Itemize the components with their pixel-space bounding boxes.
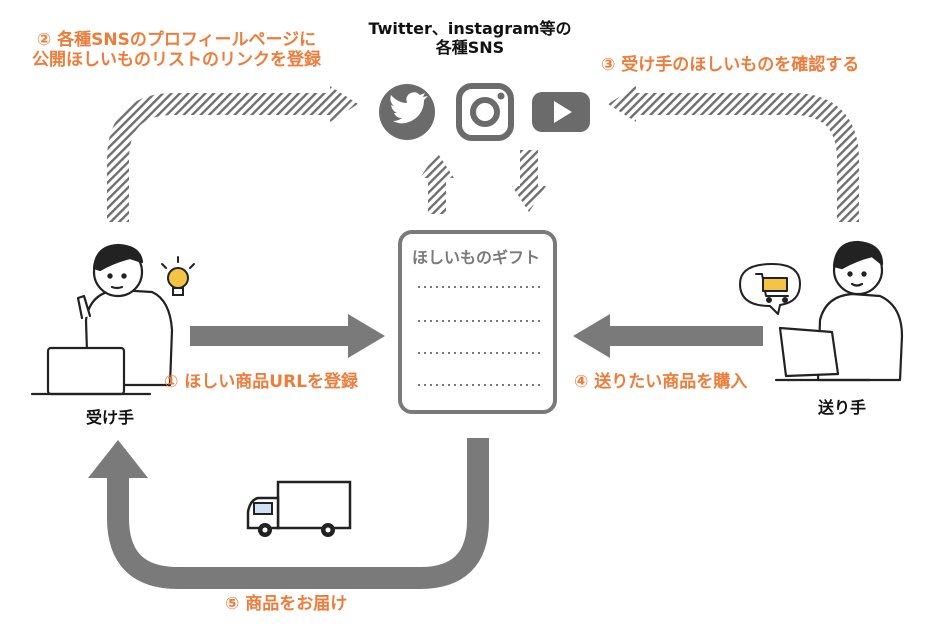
sender-label: 送り手 bbox=[818, 398, 867, 417]
step1-label: ① ほしい商品URLを登録 bbox=[164, 372, 359, 392]
wishlist-box bbox=[398, 230, 557, 414]
youtube-icon bbox=[532, 92, 590, 132]
hatched-arrow-up bbox=[420, 152, 454, 214]
hatched-arrow-down bbox=[512, 150, 546, 212]
step2-line1: ② 各種SNSのプロフィールページに bbox=[36, 30, 317, 50]
step3-label: ③ 受け手のほしいものを確認する bbox=[601, 55, 860, 75]
arrow-delivery bbox=[88, 438, 489, 589]
wishlist-title: ほしいものギフト bbox=[412, 248, 541, 267]
step4-label: ④ 送りたい商品を購入 bbox=[574, 372, 748, 392]
sns-label: Twitter、instagram等の 各種SNS bbox=[368, 19, 571, 57]
shopping-cart-icon bbox=[739, 263, 801, 315]
sns-label-line2: 各種SNS bbox=[435, 38, 505, 58]
arrow-register bbox=[190, 314, 385, 358]
sns-label-line1: Twitter、instagram等の bbox=[368, 19, 572, 38]
step2-line2: 公開ほしいものリストのリンクを登録 bbox=[32, 50, 321, 71]
sender-person bbox=[774, 240, 904, 382]
truck-icon bbox=[246, 480, 352, 537]
receiver-label: 受け手 bbox=[86, 408, 135, 427]
light-bulb-icon bbox=[161, 256, 195, 296]
step5-label: ⑤ 商品をお届け bbox=[225, 594, 348, 614]
hatched-arrow-to-sns bbox=[107, 86, 358, 222]
instagram-icon bbox=[456, 83, 514, 141]
twitter-icon bbox=[379, 84, 435, 140]
receiver-person bbox=[30, 243, 174, 396]
hatched-arrow-from-sender bbox=[608, 86, 859, 222]
arrow-purchase bbox=[573, 314, 763, 358]
step2-label: ② 各種SNSのプロフィールページに 公開ほしいものリストのリンクを登録 bbox=[32, 30, 321, 71]
